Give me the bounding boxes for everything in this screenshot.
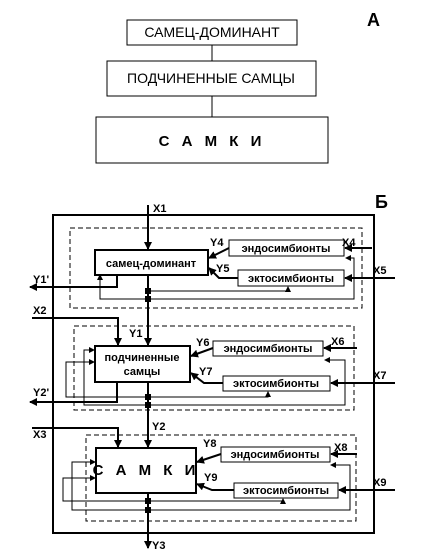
panel-b-letter: Б [375,192,388,212]
signal-y2p: Y2' [33,387,49,399]
signal-y9: Y9 [204,472,217,484]
signal-y4: Y4 [210,237,224,249]
ectosymbiont-box-1: эктосимбионты [237,269,345,287]
outer-frame [52,214,375,534]
panel-a-top-box: САМЕЦ-ДОМИНАНТ [126,19,298,46]
signal-x8: X8 [334,442,347,454]
signal-x1: X1 [153,203,166,215]
panel-a-letter: А [367,10,380,30]
signal-y3: Y3 [152,540,165,552]
signal-y1: Y1 [129,328,142,340]
subordinate-label-1: подчиненные [105,352,180,364]
signal-y6: Y6 [196,337,209,349]
endosymbiont-label-1: эндосимбионты [242,243,331,255]
dominant-box: самец-доминант [94,249,209,276]
symbiont-to-subordinate-arrows [190,347,223,384]
main-flow-arrows [144,205,152,549]
signal-x5: X5 [373,265,386,277]
feedback-loops-subordinate [65,347,346,406]
panel-a-bottom-label: С А М К И [159,133,266,150]
panel-a-bottom-box: С А М К И [95,116,329,164]
input-x2-arrow [32,317,122,346]
ectosymbiont-label-2: эктосимбионты [233,378,319,390]
ectosymbiont-label-3: эктосимбионты [243,485,329,497]
panel-a-top-label: САМЕЦ-ДОМИНАНТ [144,24,280,40]
ectosymbiont-label-1: эктосимбионты [248,273,334,285]
input-x3-arrow [32,427,122,448]
feedback-loops-females [62,459,351,511]
endosymbiont-label-3: эндосимбионты [231,449,320,461]
symbiont-to-females-arrows [196,453,234,491]
signal-x4: X4 [342,237,356,249]
group-frame-subordinate [73,325,355,411]
output-y2p-arrow [29,382,118,406]
endosymbiont-box-2: эндосимбионты [212,340,324,357]
panel-a-middle-box: ПОДЧИНЕННЫЕ САМЦЫ [106,60,317,97]
subordinate-box: подчиненные самцы [94,345,191,383]
output-y1p-arrow [29,275,118,291]
signal-y5: Y5 [216,263,229,275]
feedback-loops-dominant [97,255,355,300]
panel-a-middle-label: ПОДЧИНЕННЫЕ САМЦЫ [127,70,295,86]
signal-x6: X6 [331,336,344,348]
ectosymbiont-box-2: эктосимбионты [222,375,331,392]
females-box: С А М К И [93,447,200,494]
symbiont-to-dominant-arrows [208,247,238,279]
endosymbiont-box-1: эндосимбионты [228,239,345,257]
signal-x7: X7 [373,370,386,382]
signal-y1p: Y1' [33,274,49,286]
endosymbiont-label-2: эндосимбионты [224,343,313,355]
signal-x9: X9 [373,477,386,489]
signal-y2: Y2 [152,421,165,433]
group-frame-dominant [69,227,363,309]
signal-y7: Y7 [199,366,212,378]
signal-y8: Y8 [203,438,216,450]
signal-x2: X2 [33,305,46,317]
females-label: С А М К И [93,462,200,479]
dominant-label: самец-доминант [106,258,197,270]
signal-x3: X3 [33,429,46,441]
subordinate-label-2: самцы [124,366,161,378]
endosymbiont-box-3: эндосимбионты [220,446,331,463]
ectosymbiont-box-3: эктосимбионты [233,482,339,499]
